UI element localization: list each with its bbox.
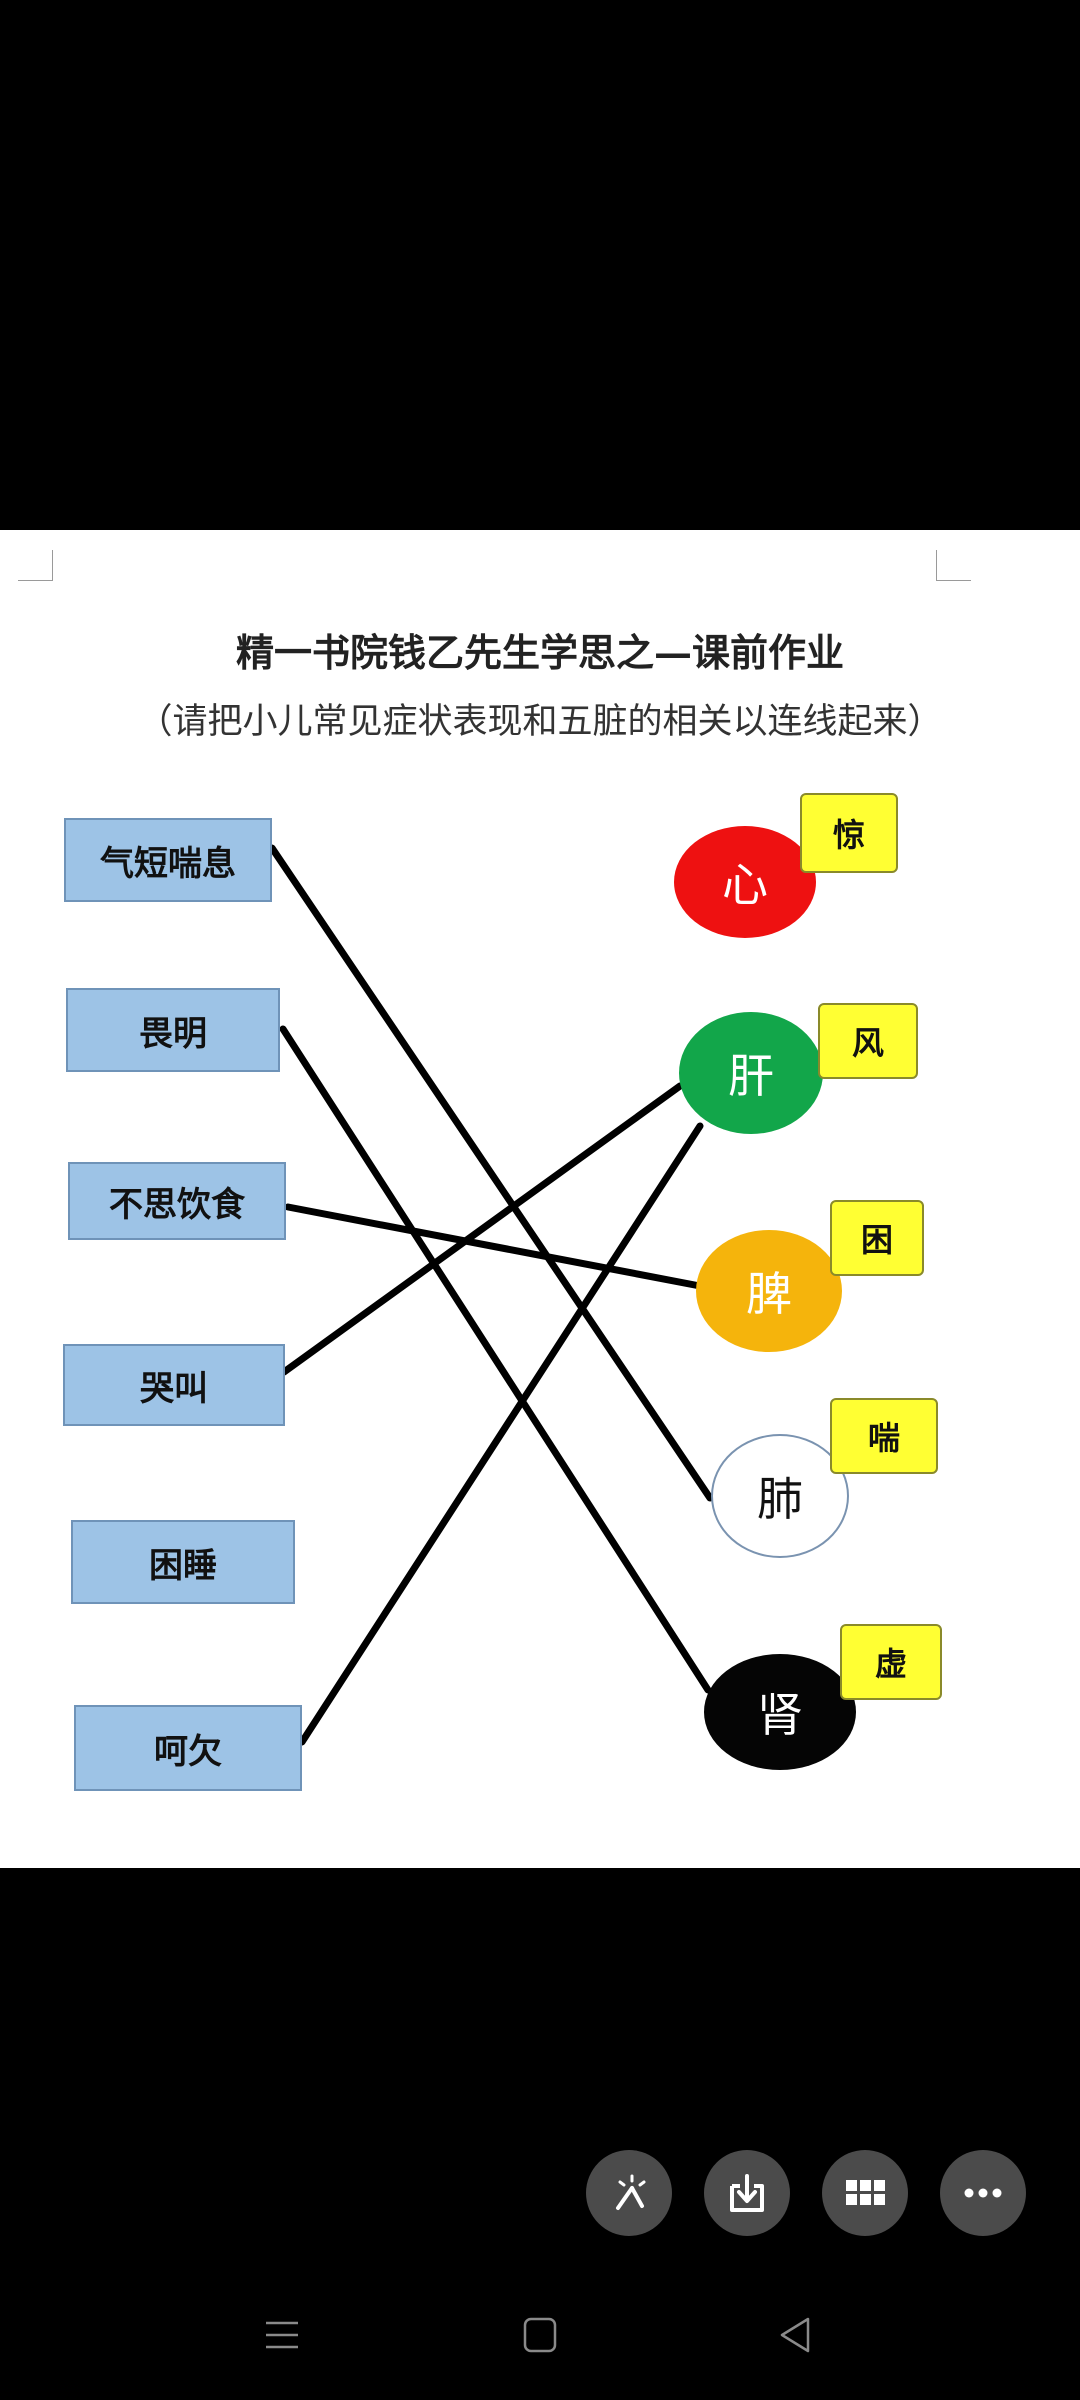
- page-subtitle: （请把小儿常见症状表现和五脏的相关以连线起来）: [137, 702, 943, 742]
- line-heqian-gan: [298, 1122, 704, 1746]
- organ-tag-lung: 喘: [830, 1398, 938, 1474]
- menu-icon: [266, 2321, 298, 2349]
- symptom-box-heqian: 呵欠: [74, 1705, 302, 1791]
- organ-tag-heart: 惊: [800, 793, 898, 873]
- organ-tag-liver: 风: [818, 1003, 918, 1079]
- line-qiduan-fei: [268, 844, 714, 1502]
- line-weiming-shen: [279, 1025, 712, 1694]
- page-corner-mark: [936, 550, 971, 581]
- symptom-box-qiduan: 气短喘息: [64, 818, 272, 902]
- homework-photo: 精一书院钱乙先生学思之—课前作业 （请把小儿常见症状表现和五脏的相关以连线起来）…: [0, 530, 1080, 1868]
- symptom-box-kujiao: 哭叫: [63, 1344, 285, 1426]
- download-icon: [730, 2174, 764, 2212]
- line-kujiao-gan: [280, 1082, 684, 1376]
- home-icon: [523, 2317, 557, 2353]
- page-title: 精一书院钱乙先生学思之—课前作业: [235, 630, 844, 675]
- symptom-box-kunshui: 困睡: [71, 1520, 295, 1604]
- more-button[interactable]: [940, 2150, 1026, 2236]
- organ-heart: 心: [674, 826, 816, 938]
- organ-tag-spleen: 困: [830, 1200, 924, 1276]
- organ-spleen: 脾: [696, 1230, 842, 1352]
- back-icon: [780, 2317, 810, 2353]
- home-button[interactable]: [510, 2310, 570, 2360]
- grid-icon: [846, 2180, 885, 2205]
- organ-liver: 肝: [679, 1012, 823, 1134]
- organ-tag-kidney: 虚: [840, 1624, 942, 1700]
- organ-kidney: 肾: [704, 1654, 856, 1770]
- symptom-box-weiming: 畏明: [66, 988, 280, 1072]
- magic-button[interactable]: [586, 2150, 672, 2236]
- more-icon: [964, 2188, 1002, 2198]
- menu-button[interactable]: [252, 2310, 312, 2360]
- magic-icon: [616, 2174, 646, 2210]
- grid-button[interactable]: [822, 2150, 908, 2236]
- organ-lung: 肺: [711, 1434, 849, 1558]
- line-busi-pi: [284, 1203, 704, 1290]
- back-button[interactable]: [766, 2310, 826, 2360]
- connection-lines: [268, 844, 714, 1746]
- download-button[interactable]: [704, 2150, 790, 2236]
- page-corner-mark: [18, 550, 53, 581]
- symptom-box-busi: 不思饮食: [68, 1162, 286, 1240]
